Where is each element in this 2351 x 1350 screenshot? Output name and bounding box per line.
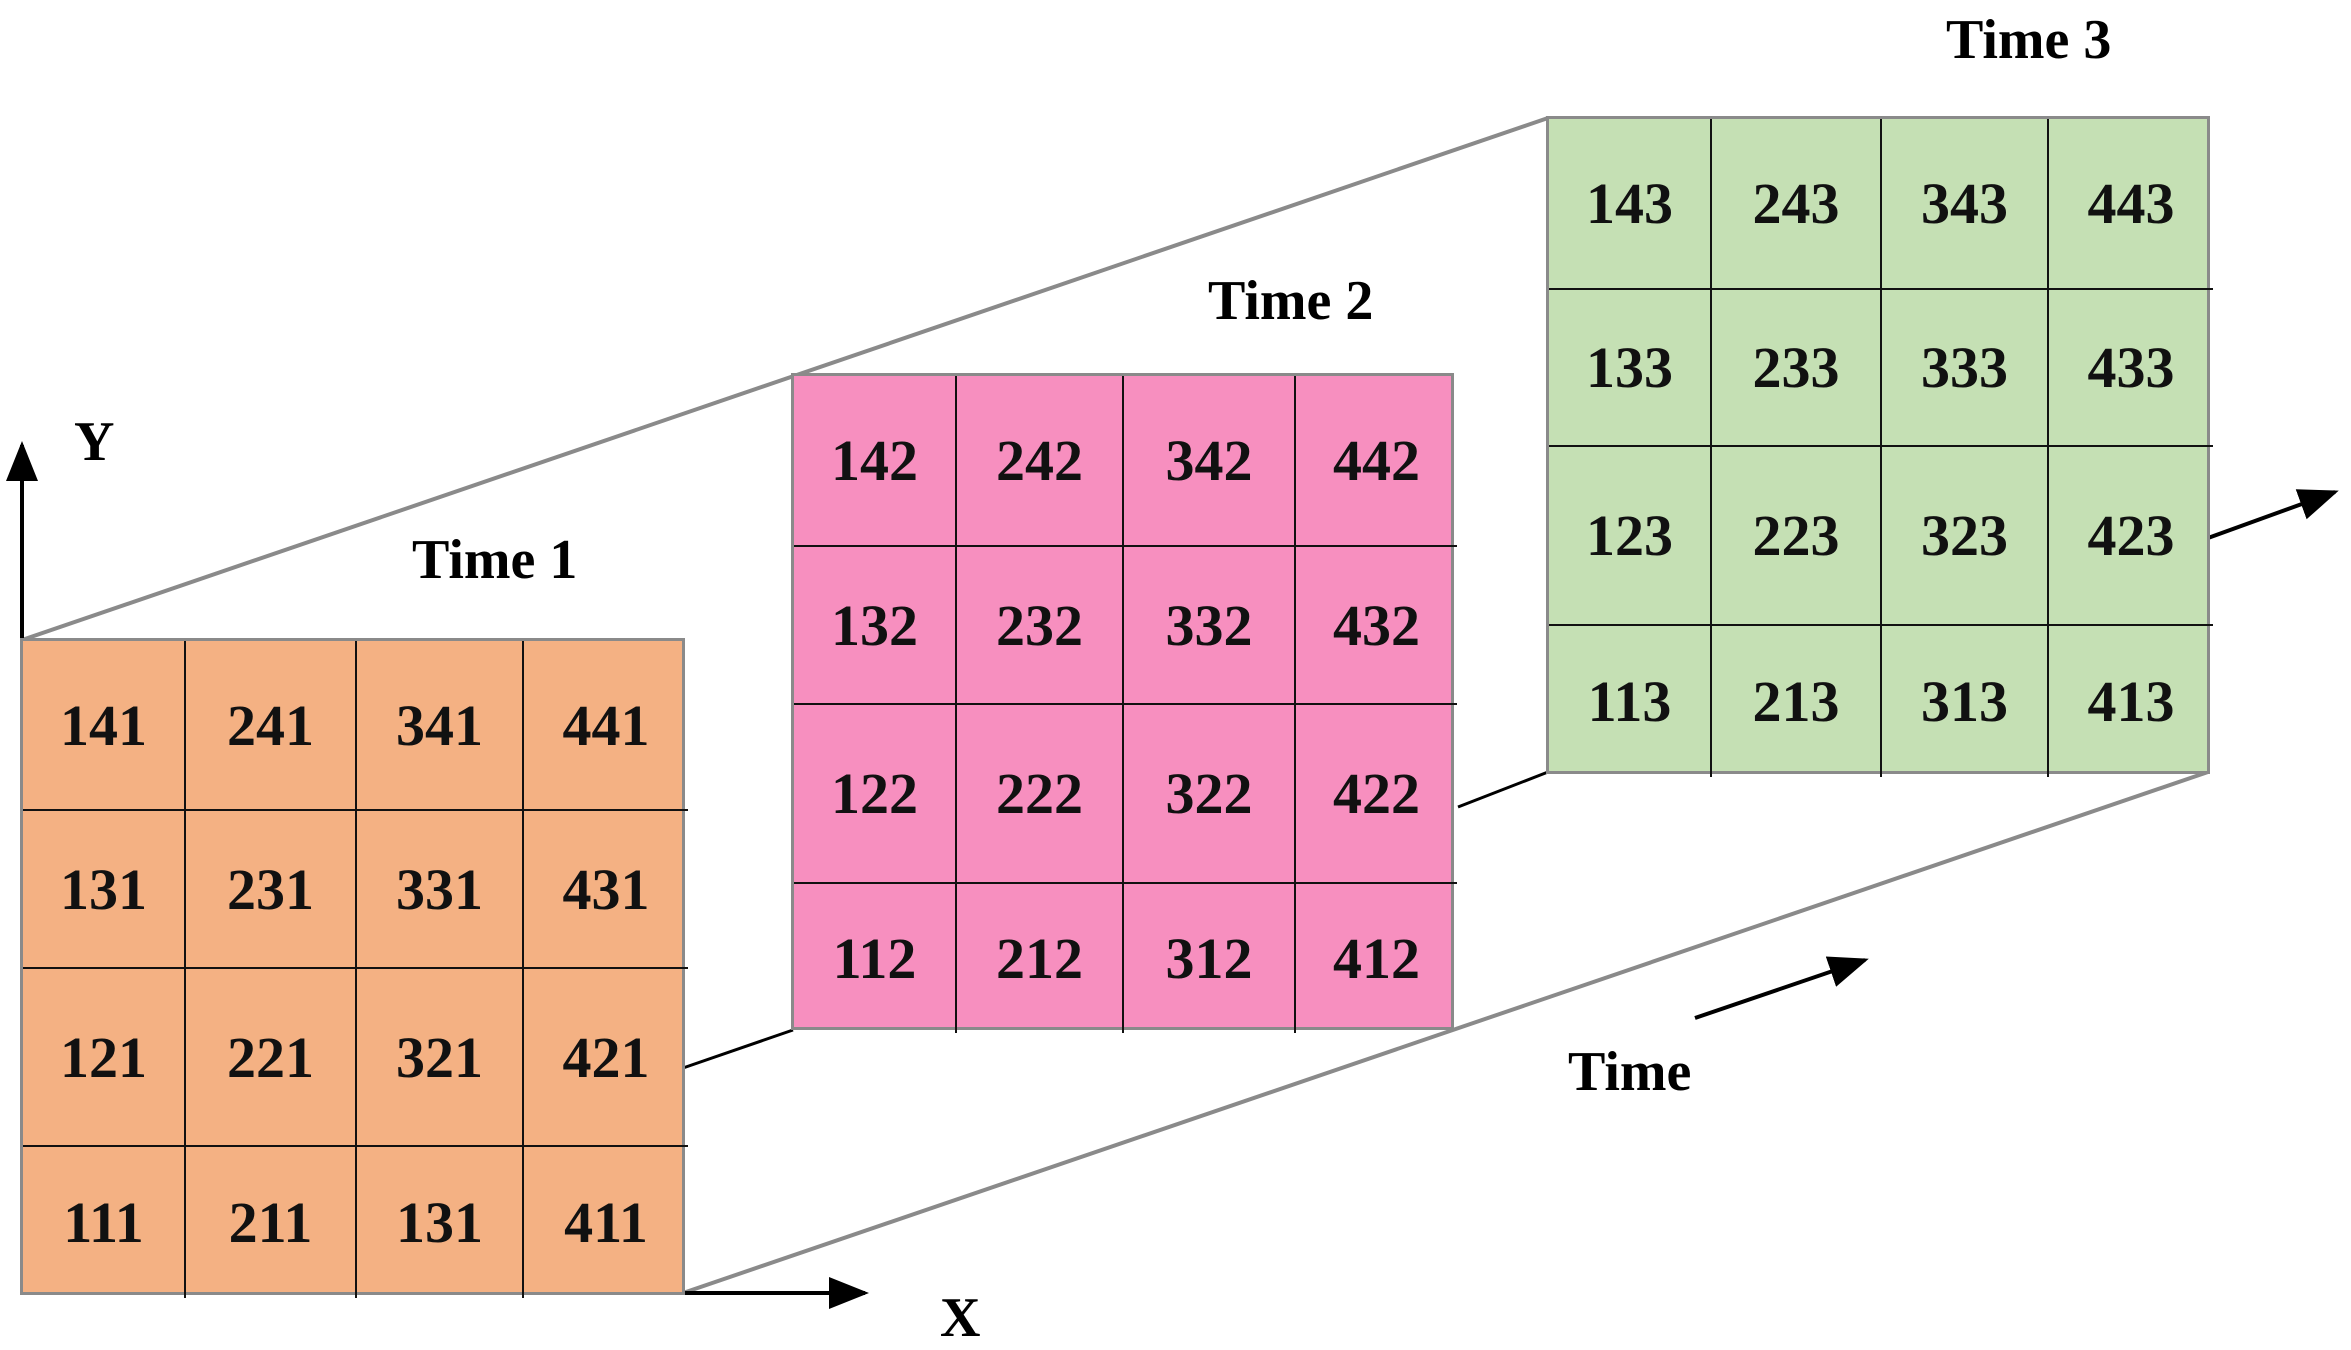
frame-title-time-3: Time 3 bbox=[1946, 9, 2112, 71]
grid-cell: 242 bbox=[957, 376, 1124, 547]
grid-cell: 113 bbox=[1549, 626, 1712, 777]
grid-cell: 422 bbox=[1296, 705, 1457, 884]
grid-cell: 342 bbox=[1124, 376, 1296, 547]
grid-cell: 421 bbox=[524, 969, 688, 1147]
time-axis-label: Time bbox=[1568, 1041, 1692, 1103]
grid-cell: 333 bbox=[1882, 290, 2049, 447]
grid-cell: 211 bbox=[186, 1147, 357, 1298]
grid-cell: 232 bbox=[957, 547, 1124, 705]
grid-cell: 222 bbox=[957, 705, 1124, 884]
grid-cell: 433 bbox=[2049, 290, 2213, 447]
grid-cell: 443 bbox=[2049, 119, 2213, 290]
grid-cell: 111 bbox=[23, 1147, 186, 1298]
grid-cell: 322 bbox=[1124, 705, 1296, 884]
grid-cell: 312 bbox=[1124, 884, 1296, 1033]
top-perspective-edge bbox=[21, 116, 1549, 642]
grid-cell: 231 bbox=[186, 811, 357, 969]
grid-cell: 411 bbox=[564, 1190, 648, 1255]
grid-cell: 432 bbox=[1296, 547, 1457, 705]
grid-cell: 212 bbox=[957, 884, 1124, 1033]
grid-cell: 221 bbox=[186, 969, 357, 1147]
grid-cell: 143 bbox=[1549, 119, 1712, 290]
grid-cell: 412 bbox=[1333, 926, 1420, 991]
grid-cell: 132 bbox=[794, 547, 957, 705]
grid-cell: 343 bbox=[1882, 119, 2049, 290]
bottom-perspective-edge bbox=[682, 770, 2209, 1295]
grid-cell: 341 bbox=[357, 641, 524, 811]
grid-cell: 331 bbox=[357, 811, 524, 969]
grid-cell: 423 bbox=[2049, 447, 2213, 626]
connector-frame1-frame2 bbox=[682, 1028, 794, 1070]
grid-cell: 233 bbox=[1712, 290, 1882, 447]
grid-cell: 123 bbox=[1549, 447, 1712, 626]
grid-cell: 441 bbox=[524, 641, 688, 811]
grid-cell: 321 bbox=[357, 969, 524, 1147]
grid-cell: 131 bbox=[23, 811, 186, 969]
grid-cell: 413 bbox=[2087, 669, 2175, 734]
grid-cell: 122 bbox=[794, 705, 957, 884]
grid-cell: 241 bbox=[186, 641, 357, 811]
grid-cell: 121 bbox=[23, 969, 186, 1147]
grid-cell: 112 bbox=[794, 884, 957, 1033]
grid-cell: 442 bbox=[1296, 376, 1457, 547]
grid-cell: 323 bbox=[1882, 447, 2049, 626]
frame-title-time-2: Time 2 bbox=[1208, 270, 1374, 332]
grid-cell: 431 bbox=[524, 811, 688, 969]
time-direction-arrow bbox=[1694, 956, 1869, 1020]
y-axis-label: Y bbox=[74, 411, 115, 473]
grid-cell: 133 bbox=[1549, 290, 1712, 447]
grid-cell: 142 bbox=[794, 376, 957, 547]
grid-cell: 313 bbox=[1882, 626, 2049, 777]
grid-cell: 141 bbox=[23, 641, 186, 811]
time-axis-arrow bbox=[2207, 489, 2339, 540]
grid-cell: 243 bbox=[1712, 119, 1882, 290]
connector-frame2-frame3 bbox=[1457, 770, 1549, 809]
x-axis-label: X bbox=[940, 1287, 981, 1349]
grid-cell: 332 bbox=[1124, 547, 1296, 705]
grid-cell: 213 bbox=[1712, 626, 1882, 777]
grid-cell: 131 bbox=[357, 1147, 524, 1298]
frame-title-time-1: Time 1 bbox=[412, 529, 578, 591]
grid-cell: 223 bbox=[1712, 447, 1882, 626]
